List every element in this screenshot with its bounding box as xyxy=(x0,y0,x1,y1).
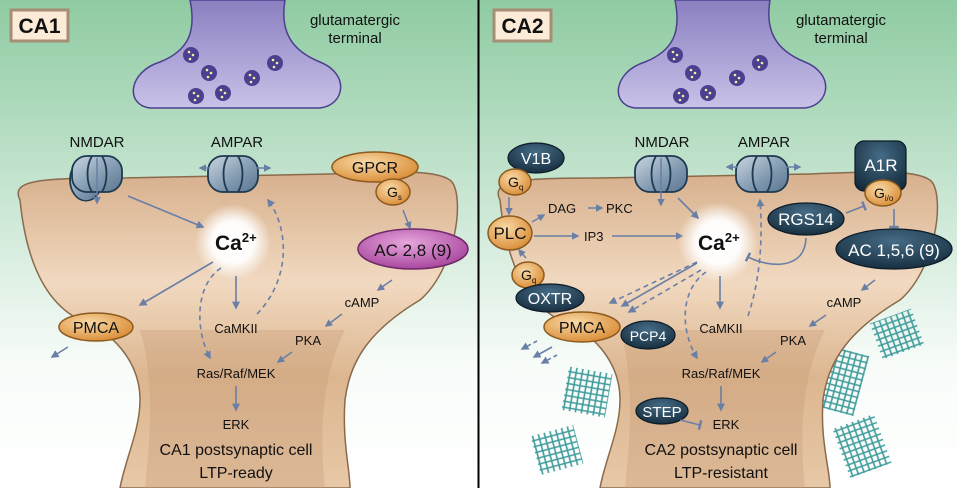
ca2-nmdar-channel-icon xyxy=(634,155,688,207)
ca1-gs-protein: Gs xyxy=(375,178,411,206)
ca1-pmca-label: PMCA xyxy=(73,320,120,337)
ca2-camkii-label: CaMKII xyxy=(699,321,742,336)
ca2-rgs14: RGS14 xyxy=(767,202,845,236)
ca2-oxtr-label: OXTR xyxy=(528,291,572,308)
vesicle xyxy=(667,47,683,63)
ca2-a1r-receptor: A1R xyxy=(854,140,907,192)
panel-ca2: glutamatergic terminal CA2 NMDAR AMPAR V… xyxy=(487,0,953,488)
ca2-badge-text: CA2 xyxy=(501,15,543,38)
ca1-ras-raf-mek-label: Ras/Raf/MEK xyxy=(197,366,276,381)
ca1-calcium-label: Ca2+ xyxy=(215,230,257,255)
vesicle xyxy=(188,88,204,104)
ca2-ip3-label: IP3 xyxy=(584,229,604,244)
ca2-pkc-label: PKC xyxy=(606,201,633,216)
ca1-ac-label: AC 2,8 (9) xyxy=(374,241,451,260)
ca2-gq-top: Gq xyxy=(498,168,532,196)
ca1-adenylyl-cyclase: AC 2,8 (9) xyxy=(357,228,469,270)
panel-ca1: glutamatergic terminal CA1 NMDAR AMPAR C… xyxy=(9,0,469,488)
ca2-terminal-label-line2: terminal xyxy=(814,30,867,47)
matrix-net-icon xyxy=(561,366,613,418)
ca1-calcium-glow xyxy=(195,204,271,280)
ca1-pmca: PMCA xyxy=(58,312,134,342)
ca2-pcp4: PCP4 xyxy=(620,320,676,350)
ca1-ampar-label: AMPAR xyxy=(211,134,263,151)
ca2-adenylyl-cyclase: AC 1,5,6 (9) xyxy=(835,228,953,270)
ca1-camkii-label: CaMKII xyxy=(214,321,257,336)
ca2-gio-protein: Gi/o xyxy=(864,179,902,207)
ca1-glutamatergic-terminal xyxy=(132,0,342,109)
ca2-terminal-label-line1: glutamatergic xyxy=(796,12,887,29)
ca2-pka-label: PKA xyxy=(780,333,806,348)
ca2-cell-state: LTP-resistant xyxy=(674,465,769,482)
ca2-plc-label: PLC xyxy=(493,224,526,243)
ca1-ampar-channel-icon xyxy=(198,155,272,193)
ca1-terminal-label-line1: glutamatergic xyxy=(310,12,401,29)
ca2-dag-label: DAG xyxy=(548,201,576,216)
ca2-calcium-label: Ca2+ xyxy=(698,230,740,255)
ca1-vesicles xyxy=(183,47,283,104)
vesicle xyxy=(215,85,231,101)
ca1-erk-label: ERK xyxy=(223,417,250,432)
vesicle xyxy=(673,88,689,104)
vesicle xyxy=(700,85,716,101)
ca2-rgs14-label: RGS14 xyxy=(778,210,834,229)
ca2-camp-label: cAMP xyxy=(827,295,862,310)
ca2-ampar-label: AMPAR xyxy=(738,134,790,151)
ca1-gpcr-label: GPCR xyxy=(352,160,398,177)
ca1-badge: CA1 xyxy=(9,8,70,43)
ca2-glutamatergic-terminal xyxy=(617,0,827,109)
ca2-step: STEP xyxy=(635,397,689,425)
matrix-net-icon xyxy=(869,308,925,360)
ca1-camp-label: cAMP xyxy=(345,295,380,310)
ca2-pmca-label: PMCA xyxy=(559,320,606,337)
ca1-badge-text: CA1 xyxy=(18,15,60,38)
ca2-badge: CA2 xyxy=(492,8,553,43)
ca1-pka-label: PKA xyxy=(295,333,321,348)
ca2-pcp4-label: PCP4 xyxy=(630,328,667,344)
ca2-a1r-label: A1R xyxy=(864,156,897,175)
ca1-cell-title: CA1 postsynaptic cell xyxy=(160,442,313,459)
vesicle xyxy=(685,65,701,81)
ca1-gpcr: GPCR xyxy=(331,151,419,183)
ca1-nmdar-channel-icon xyxy=(69,155,123,205)
matrix-net-icon xyxy=(832,414,892,478)
ca2-v1b-label: V1B xyxy=(521,151,551,168)
ca1-nmdar-label: NMDAR xyxy=(70,134,125,151)
vesicle xyxy=(183,47,199,63)
ca2-calcium-glow xyxy=(678,202,758,282)
ca1-cell-state: LTP-ready xyxy=(199,465,273,482)
ca2-oxtr-receptor: OXTR xyxy=(515,283,585,313)
ca2-cell-title: CA2 postsynaptic cell xyxy=(645,442,798,459)
ca2-erk-label: ERK xyxy=(713,417,740,432)
ca2-vesicles xyxy=(667,47,768,104)
matrix-net-icon xyxy=(530,424,584,476)
ca2-gio-label: Gi/o xyxy=(874,185,894,203)
vesicle xyxy=(267,55,283,71)
ca1-gs-label: Gs xyxy=(387,184,402,202)
vesicle xyxy=(201,65,217,81)
ca2-ac-label: AC 1,5,6 (9) xyxy=(848,241,940,260)
ca2-nmdar-label: NMDAR xyxy=(635,134,690,151)
vesicle xyxy=(729,70,745,86)
ca2-ampar-channel-icon xyxy=(725,155,802,193)
ca2-v1b-receptor: V1B xyxy=(507,142,565,174)
ca2-ras-raf-mek-label: Ras/Raf/MEK xyxy=(682,366,761,381)
ca2-gq-top-label: Gq xyxy=(508,174,523,192)
vesicle xyxy=(752,55,768,71)
ca2-pmca: PMCA xyxy=(543,311,621,343)
ca2-gq-bottom-label: Gq xyxy=(521,267,536,285)
ca2-step-label: STEP xyxy=(642,404,681,421)
vesicle xyxy=(244,70,260,86)
ca2-plc: PLC xyxy=(487,215,533,251)
ca1-terminal-label-line2: terminal xyxy=(328,30,381,47)
